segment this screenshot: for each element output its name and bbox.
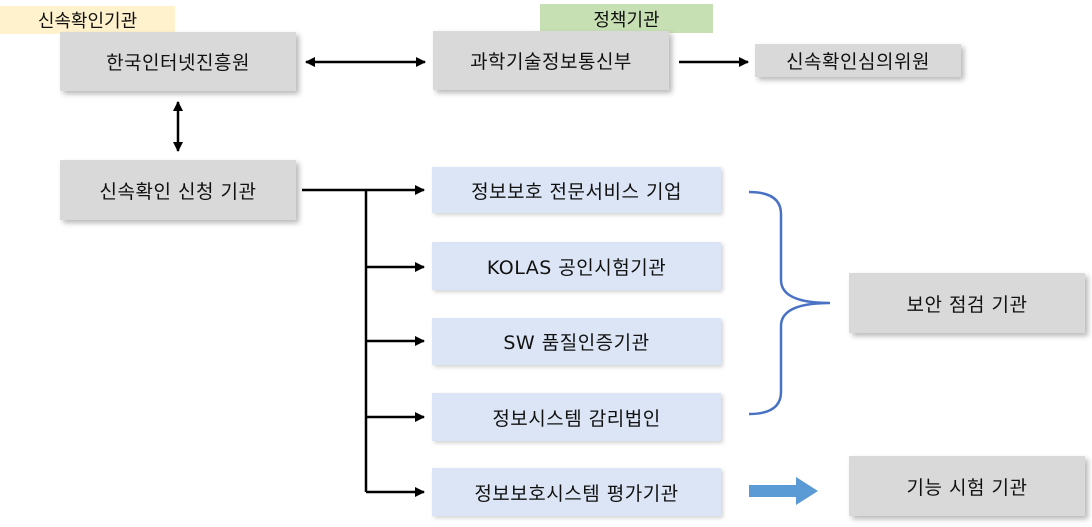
committee-node: 신속확인심의위원 (755, 44, 961, 77)
security-check-node: 보안 점검 기관 (849, 273, 1085, 333)
sw-quality-node: SW 품질인증기관 (432, 318, 721, 365)
grouping-brace (748, 190, 831, 416)
applicant-node: 신속확인 신청 기관 (60, 160, 296, 220)
policy-agency-tag: 정책기관 (540, 4, 713, 33)
kolas-node: KOLAS 공인시험기관 (432, 242, 721, 290)
kisa-node: 한국인터넷진흥원 (60, 32, 296, 91)
evaluation-node: 정보보호시스템 평가기관 (432, 468, 721, 516)
audit-node: 정보시스템 감리법인 (432, 393, 721, 441)
function-test-node: 기능 시험 기관 (849, 456, 1085, 516)
function-test-block-arrow (749, 477, 818, 505)
msit-node: 과학기술정보통신부 (433, 31, 669, 90)
confirm-agency-tag: 신속확인기관 (0, 6, 175, 34)
security-service-node: 정보보호 전문서비스 기업 (432, 167, 721, 213)
